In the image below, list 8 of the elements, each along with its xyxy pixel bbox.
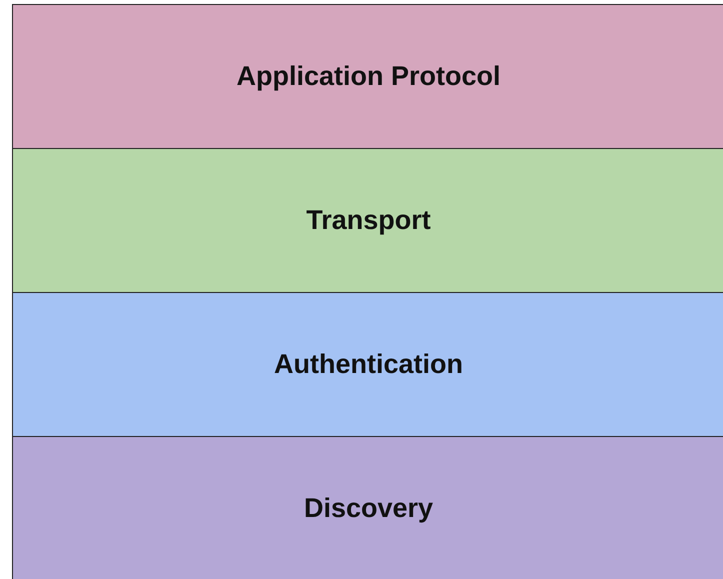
layer-label: Discovery (304, 493, 434, 524)
layer-band (12, 436, 723, 579)
layer-band (12, 292, 723, 437)
layer-label: Authentication (274, 349, 463, 380)
layer-band (12, 148, 723, 293)
layer-band (12, 4, 723, 149)
layer-label: Transport (306, 205, 431, 236)
layer-label: Application Protocol (236, 61, 500, 92)
